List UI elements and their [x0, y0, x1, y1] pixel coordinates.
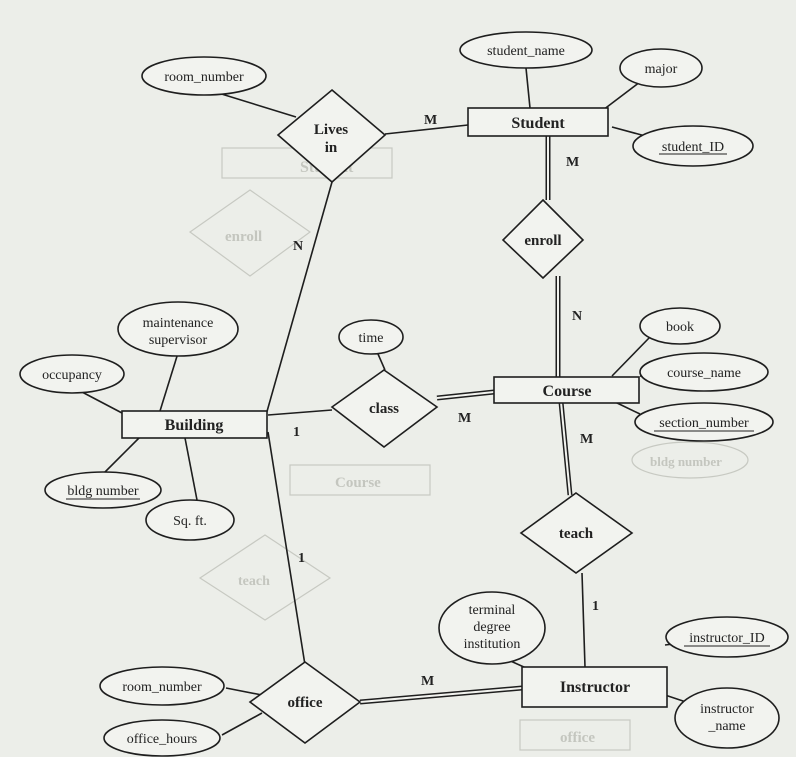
relationship-enroll: enroll [501, 198, 585, 280]
entity-student: Student [467, 107, 609, 137]
attribute-student-name: student_name [459, 31, 593, 69]
cardinality-lives-building: N [293, 239, 303, 254]
entity-course: Course [493, 376, 640, 404]
bleed-office-label: office [560, 730, 595, 746]
cardinality-lives-student: M [424, 113, 437, 128]
relationship-lives-in-label-line2: in [325, 140, 338, 156]
attribute-course-name-label: course_name [667, 366, 741, 381]
attribute-book-label: book [666, 320, 694, 335]
attribute-room-number-bottom-label: room_number [122, 680, 202, 695]
entity-course-label: Course [543, 383, 592, 400]
cardinalities: M N M N 1 M M 1 1 M [293, 113, 599, 689]
attribute-section-number-label: section_number [659, 416, 749, 431]
attribute-instructor-name-label-line1: instructor [700, 702, 754, 717]
cardinality-class-building: 1 [293, 425, 300, 440]
attribute-instructor-name-label-line2: _name [707, 719, 745, 734]
cardinality-class-course: M [458, 411, 471, 426]
relationship-lives-in-label-line1: Lives [314, 122, 348, 138]
attribute-instructor-id-label: instructor_ID [689, 631, 764, 646]
attribute-course-name: course_name [639, 352, 769, 392]
attribute-maintenance-supervisor: maintenance supervisor [117, 301, 239, 357]
attribute-sq-ft-label: Sq. ft. [173, 514, 207, 529]
attribute-terminal-label-line2: degree [473, 620, 510, 635]
cardinality-teach-instructor: 1 [592, 599, 599, 614]
bleed-course-label: Course [335, 475, 381, 491]
bleed-enroll-label: enroll [225, 229, 262, 245]
attribute-terminal-label-line1: terminal [469, 603, 516, 618]
cardinality-enroll-course: N [572, 309, 582, 324]
attribute-student-name-label: student_name [487, 44, 565, 59]
attribute-time-label: time [359, 331, 384, 346]
relationship-teach: teach [519, 492, 634, 574]
entity-instructor: Instructor [521, 666, 668, 708]
attribute-room-number-bottom: room_number [99, 666, 225, 706]
attribute-maintenance-supervisor-label-line2: supervisor [149, 333, 208, 348]
cardinality-office-instructor: M [421, 674, 434, 689]
attribute-student-id-label: student_ID [662, 140, 724, 155]
attribute-maintenance-supervisor-label-line1: maintenance [143, 316, 214, 331]
attribute-instructor-id: instructor_ID [665, 616, 789, 658]
cardinality-enroll-student: M [566, 155, 579, 170]
relationship-teach-label: teach [559, 526, 594, 542]
attribute-major: major [619, 48, 703, 88]
attribute-terminal-label-line3: institution [464, 637, 521, 652]
relationship-class: class [330, 369, 439, 449]
entity-building-label: Building [165, 417, 224, 434]
attribute-terminal-degree-institution: terminal degree institution [438, 591, 546, 665]
attribute-sq-ft: Sq. ft. [145, 499, 235, 541]
bleed-teach-label: teach [238, 574, 270, 589]
entity-building: Building [121, 410, 268, 439]
relationship-office-label: office [288, 695, 323, 711]
connectors [81, 67, 696, 736]
attribute-section-number: section_number [634, 402, 774, 442]
entity-student-label: Student [511, 115, 565, 132]
attribute-occupancy-label: occupancy [42, 368, 102, 383]
relationship-enroll-label: enroll [524, 233, 561, 249]
relationship-office: office [248, 661, 362, 744]
relationship-class-label: class [369, 401, 399, 417]
attribute-occupancy: occupancy [19, 354, 125, 394]
attribute-office-hours: office_hours [103, 719, 221, 757]
bleed-through: Student enroll Course teach office bldg … [188, 147, 749, 751]
attribute-bldg-number-label: bldg number [67, 484, 138, 499]
relationship-lives-in: Lives in [276, 88, 387, 184]
attribute-instructor-name: instructor _name [674, 687, 780, 749]
bleed-bldg-number-label: bldg number [650, 454, 722, 469]
attribute-time: time [338, 319, 404, 355]
attribute-room-number-top-label: room_number [164, 70, 244, 85]
cardinality-office-building: 1 [298, 551, 305, 566]
attribute-room-number-top: room_number [141, 56, 267, 96]
attribute-student-id: student_ID [632, 125, 754, 167]
attribute-office-hours-label: office_hours [127, 732, 198, 747]
cardinality-teach-course: M [580, 432, 593, 447]
attribute-major-label: major [645, 62, 678, 77]
attribute-book: book [639, 307, 721, 345]
entity-instructor-label: Instructor [560, 679, 630, 696]
attribute-bldg-number: bldg number [44, 471, 162, 509]
